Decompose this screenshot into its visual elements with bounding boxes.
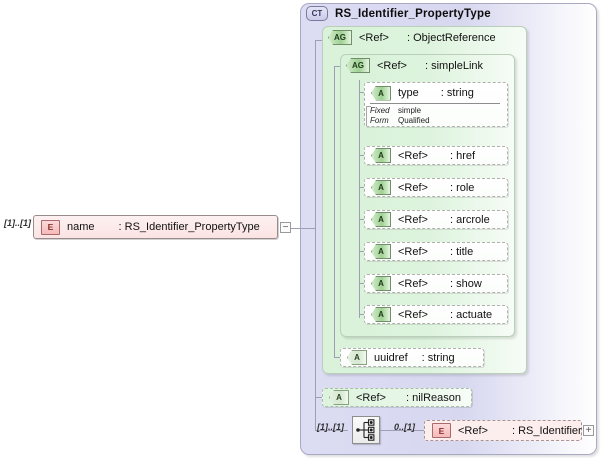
tree-branch-simplelink: [334, 66, 340, 67]
attribute-role-name: <Ref>: [398, 181, 428, 194]
facet-divider: [370, 103, 500, 104]
tree-branch-arcrole: [359, 219, 367, 220]
attribute-badge: A: [347, 350, 367, 365]
attribute-arcrole-name: <Ref>: [398, 213, 428, 226]
attribute-group-objectreference-name: <Ref>: [359, 31, 389, 44]
tree-branch-actuate: [359, 314, 367, 315]
attribute-title-name: <Ref>: [398, 245, 428, 258]
facet-form-label: Form: [370, 116, 389, 125]
attribute-uuidref-name: uuidref: [374, 351, 408, 364]
attribute-badge: A: [329, 390, 349, 405]
attribute-badge: A: [371, 276, 391, 291]
attribute-href-type: : href: [449, 149, 476, 162]
attribute-actuate-name: <Ref>: [398, 308, 428, 321]
attribute-actuate-type: : actuate: [449, 308, 493, 321]
attribute-badge: A: [371, 244, 391, 259]
root-to-complextype-line: [291, 228, 315, 229]
attribute-badge: A: [371, 212, 391, 227]
root-element-label: name: [67, 221, 95, 233]
element-badge: E: [41, 219, 60, 235]
facet-panel: Fixed simple Form Qualified: [370, 106, 502, 126]
attribute-show[interactable]: A <Ref> : show: [364, 274, 508, 293]
facet-fixed-value: simple: [398, 106, 422, 115]
attribute-actuate[interactable]: A <Ref> : actuate: [364, 305, 508, 324]
complex-type-header: CT RS_Identifier_PropertyType: [306, 6, 491, 21]
attribute-nilreason-name: <Ref>: [356, 391, 386, 404]
child-element-expander[interactable]: +: [583, 425, 594, 436]
tree-branch-objectreference: [315, 40, 322, 41]
facet-fixed-label: Fixed: [370, 106, 390, 115]
tree-branch-type: [359, 92, 367, 93]
attribute-type-name: type: [398, 87, 419, 99]
attribute-show-name: <Ref>: [398, 277, 428, 290]
attribute-group-objectreference-header: AG <Ref> : ObjectReference: [328, 30, 496, 45]
facet-connector-vertical: [366, 106, 367, 126]
sequence-to-child-line: [380, 430, 426, 431]
attribute-href[interactable]: A <Ref> : href: [364, 146, 508, 165]
complex-type-badge: CT: [306, 6, 328, 21]
attribute-arcrole-type: : arcrole: [449, 213, 490, 226]
element-badge: E: [432, 423, 451, 438]
attribute-badge: A: [371, 307, 391, 322]
attribute-uuidref-type: : string: [421, 351, 455, 364]
attribute-uuidref[interactable]: A uuidref : string: [340, 348, 484, 367]
sequence-icon-glyph: [356, 419, 375, 441]
root-element-type: : RS_Identifier_PropertyType: [118, 221, 260, 233]
attribute-badge: A: [371, 85, 391, 101]
attribute-nilreason[interactable]: A <Ref> : nilReason: [322, 388, 472, 407]
child-element-rs-identifier[interactable]: E <Ref> : RS_Identifier: [424, 420, 582, 441]
tree-branch-nilreason: [315, 397, 324, 398]
attribute-type-type: : string: [440, 87, 474, 99]
attribute-role-type: : role: [449, 181, 475, 194]
attribute-title-type: : title: [449, 245, 474, 258]
tree-branch-show: [359, 283, 367, 284]
attribute-title[interactable]: A <Ref> : title: [364, 242, 508, 261]
attribute-nilreason-type: : nilReason: [405, 391, 462, 404]
tree-branch-href: [359, 155, 367, 156]
tree-branch-sequence: [315, 430, 348, 431]
attribute-group-simplelink-header: AG <Ref> : simpleLink: [346, 58, 483, 73]
facet-connector-horizontal: [366, 106, 371, 107]
root-element-expander[interactable]: −: [280, 222, 291, 233]
tree-branch-title: [359, 251, 367, 252]
root-element-cardinality: [1]..[1]: [4, 218, 31, 228]
tree-line-complextype-spine: [315, 40, 316, 430]
sequence-left-cardinality: [1]..[1]: [317, 422, 344, 432]
attribute-group-simplelink-name: <Ref>: [377, 59, 407, 72]
attribute-group-badge: AG: [346, 58, 370, 73]
attribute-group-simplelink-type: : simpleLink: [424, 59, 484, 72]
tree-branch-role: [359, 187, 367, 188]
attribute-arcrole[interactable]: A <Ref> : arcrole: [364, 210, 508, 229]
attribute-show-type: : show: [449, 277, 482, 290]
tree-branch-uuidref: [334, 357, 343, 358]
facet-form-value: Qualified: [398, 116, 430, 125]
tree-line-simplelink-spine: [359, 92, 360, 318]
tree-line-objectreference-spine: [334, 66, 335, 357]
attribute-group-objectreference-type: : ObjectReference: [406, 31, 496, 44]
root-element-name[interactable]: E name : RS_Identifier_PropertyType: [33, 215, 278, 239]
child-element-name: <Ref>: [458, 424, 488, 437]
attribute-group-badge: AG: [328, 30, 352, 45]
sequence-icon[interactable]: [352, 416, 380, 444]
attribute-badge: A: [371, 148, 391, 163]
attribute-href-name: <Ref>: [398, 149, 428, 162]
child-element-type: : RS_Identifier: [511, 424, 582, 437]
attribute-badge: A: [371, 180, 391, 195]
attribute-role[interactable]: A <Ref> : role: [364, 178, 508, 197]
tree-line-simplelink-stub: [359, 80, 360, 92]
attribute-type[interactable]: A type : string: [364, 82, 508, 127]
sequence-right-cardinality: 0..[1]: [394, 422, 416, 432]
complex-type-title: RS_Identifier_PropertyType: [335, 7, 491, 20]
